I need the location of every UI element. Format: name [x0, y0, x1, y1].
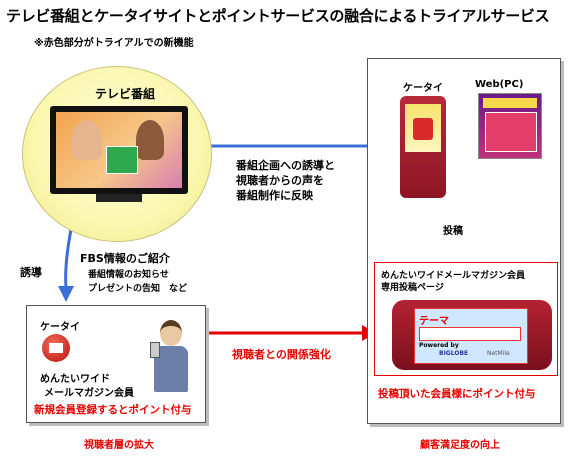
two-way-text-line1: 番組企画への誘導と: [236, 159, 335, 172]
tv-program-logo: [106, 146, 138, 174]
keitai-label-left: ケータイ: [40, 322, 80, 333]
person-with-phone-image: [150, 320, 192, 394]
web-site-logo-body: [485, 112, 537, 152]
person-head: [160, 320, 182, 346]
tv-label: テレビ番組: [95, 87, 156, 101]
tv-stand: [96, 194, 142, 202]
keitai-label-right: ケータイ: [403, 83, 443, 94]
mail-icon: [42, 334, 70, 362]
keitai-phone-image: [400, 96, 446, 198]
guide-arrowhead: [58, 286, 74, 302]
biglobe-logo: BIGLOBE: [439, 350, 469, 357]
tv-set: [50, 106, 188, 194]
page-title: テレビ番組とケータイサイトとポイントサービスの融合によるトライアルサービス: [6, 7, 550, 25]
fbs-line2: プレゼントの告知 など: [88, 284, 188, 294]
two-way-text-line3: 番組制作に反映: [236, 189, 313, 202]
tv-presenter-left: [72, 120, 102, 160]
left-red-text: 新規会員登録するとポイント付与: [34, 404, 192, 416]
center-red-label: 視聴者との関係強化: [232, 348, 331, 361]
keitai-phone-screen-mark: [413, 118, 433, 140]
web-site-logo-banner: [483, 98, 537, 108]
tv-presenter-right: [136, 120, 164, 160]
envelope-icon: [49, 343, 63, 353]
right-red-text: 投稿頂いた会員様にポイント付与: [378, 388, 536, 400]
note: ※赤色部分がトライアルでの新機能: [34, 38, 194, 49]
powered-by-text: Powered by: [419, 342, 459, 349]
left-name2: メールマガジン会員: [44, 388, 134, 399]
horizontal-phone-screen: テーマ Powered by BIGLOBE NetMile: [414, 308, 528, 364]
fbs-title: FBS情報のご紹介: [80, 252, 170, 265]
theme-label: テーマ: [419, 316, 449, 327]
guide-label: 誘導: [20, 266, 42, 279]
right-inner-line2: 専用投稿ページ: [381, 283, 444, 293]
left-name1: めんたいワイド: [40, 374, 110, 385]
post-label: 投稿: [443, 226, 463, 237]
right-inner-title: めんたいワイドメールマガジン会員 専用投稿ページ: [381, 270, 525, 294]
theme-input: [419, 327, 521, 341]
web-site-logo: [478, 93, 542, 159]
two-way-text: 番組企画への誘導と 視聴者からの声を 番組制作に反映: [236, 158, 335, 203]
person-phone: [150, 342, 160, 358]
fbs-line1: 番組情報のお知らせ: [88, 270, 169, 280]
right-inner-line1: めんたいワイドメールマガジン会員: [381, 271, 526, 281]
web-label: Web(PC): [475, 79, 524, 90]
horizontal-phone: テーマ Powered by BIGLOBE NetMile: [392, 300, 552, 370]
two-way-text-line2: 視聴者からの声を: [236, 174, 324, 187]
netmile-logo: NetMile: [487, 350, 510, 357]
bottom-left-caption: 視聴者層の拡大: [84, 440, 154, 451]
bottom-right-caption: 顧客満足度の向上: [420, 440, 500, 451]
